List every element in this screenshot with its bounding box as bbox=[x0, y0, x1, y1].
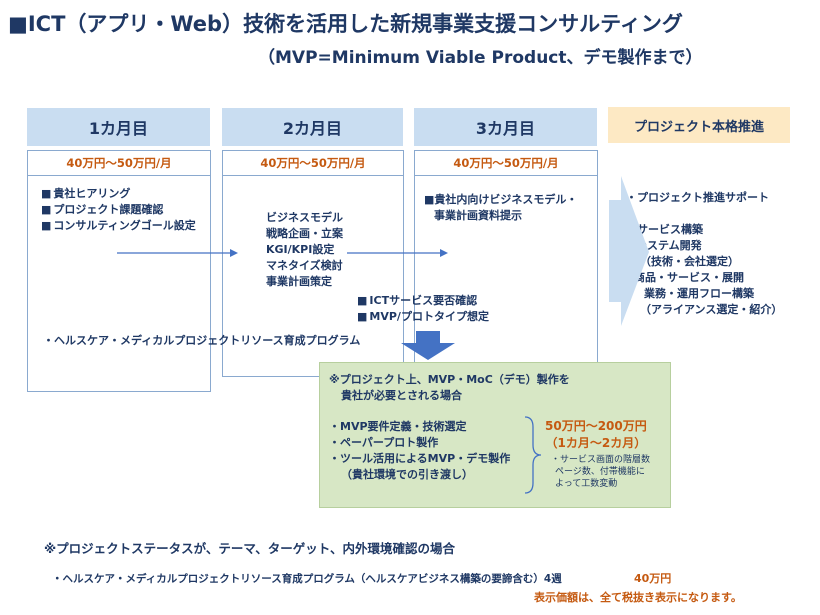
healthcare-program-note: ・ヘルスケア・メディカルプロジェクトリソース育成プログラム bbox=[43, 334, 361, 347]
list-item: システム開発 bbox=[636, 239, 702, 252]
month-3-price: 40万円〜50万円/月 bbox=[414, 150, 598, 176]
ict-check-list: ICTサービス要否確認 MVP/プロトタイプ想定 bbox=[357, 293, 489, 325]
list-item: ・MVP要件定義・技術選定 bbox=[329, 420, 467, 433]
mvp-list: ・MVP要件定義・技術選定 ・ペーパープロト製作 ・ツール活用によるMVP・デモ… bbox=[329, 419, 510, 483]
list-item: （貴社環境での引き渡し） bbox=[341, 468, 473, 481]
list-item: KGI/KPI設定 bbox=[266, 243, 335, 256]
project-header: プロジェクト本格推進 bbox=[608, 107, 790, 143]
mvp-heading-line-2: 貴社が必要とされる場合 bbox=[341, 389, 462, 402]
brace-icon bbox=[524, 416, 542, 494]
list-item: コンサルティングゴール設定 bbox=[41, 218, 195, 234]
page-title: ■ICT（アプリ・Web）技術を活用した新規事業支援コンサルティング bbox=[8, 12, 683, 36]
mvp-heading: ※プロジェクト上、MVP・MoC（デモ）製作を 貴社が必要とされる場合 bbox=[329, 372, 570, 404]
month-3-header: 3カ月目 bbox=[414, 108, 597, 146]
month-1-list: 貴社ヒアリング プロジェクト課題確認 コンサルティングゴール設定 bbox=[41, 186, 196, 234]
list-item: 業務・運用フロー構築 bbox=[644, 287, 754, 300]
program-line: ・ヘルスケア・メディカルプロジェクトリソース育成プログラム（ヘルスケアビジネス構… bbox=[52, 573, 562, 585]
month-1-header: 1カ月目 bbox=[27, 108, 210, 146]
mvp-box bbox=[319, 362, 671, 508]
list-item: ・プロジェクト推進サポート bbox=[626, 191, 769, 204]
list-item: ■貴社内向けビジネスモデル・ bbox=[424, 193, 578, 206]
program-price: 40万円 bbox=[634, 572, 672, 585]
list-item: （アライアンス選定・紹介） bbox=[640, 303, 783, 316]
month-1-price: 40万円〜50万円/月 bbox=[27, 150, 211, 176]
list-item: MVP/プロトタイプ想定 bbox=[357, 309, 489, 325]
mvp-note-line: ・サービス画面の階層数 bbox=[551, 455, 651, 465]
list-item: （技術・会社選定） bbox=[640, 255, 739, 268]
list-item: 事業計画資料提示 bbox=[434, 209, 522, 222]
month-2-price: 40万円〜50万円/月 bbox=[222, 150, 404, 176]
tax-note: 表示価額は、全て税抜き表示になります。 bbox=[534, 591, 742, 604]
list-item: ICTサービス要否確認 bbox=[357, 293, 489, 309]
page-subtitle: （MVP=Minimum Viable Product、デモ製作まで） bbox=[258, 48, 703, 68]
list-item: 事業計画策定 bbox=[266, 275, 332, 288]
list-item: 商品・サービス・展開 bbox=[634, 271, 744, 284]
month-2-list: ビジネスモデル 戦略企画・立案 KGI/KPI設定 マネタイズ検討 事業計画策定 bbox=[266, 210, 343, 290]
month-2-header: 2カ月目 bbox=[222, 108, 403, 146]
list-item: ・ツール活用によるMVP・デモ製作 bbox=[329, 452, 511, 465]
mvp-price-duration: （1カ月〜2カ月） bbox=[545, 436, 647, 450]
mvp-heading-line-1: ※プロジェクト上、MVP・MoC（デモ）製作を bbox=[329, 373, 570, 386]
list-item: プロジェクト課題確認 bbox=[41, 202, 196, 218]
mvp-note: ・サービス画面の階層数 ページ数、付帯機能に よって工数変動 bbox=[551, 454, 650, 490]
mvp-price: 50万円〜200万円 （1カ月〜2カ月） bbox=[545, 418, 647, 452]
status-note: ※プロジェクトステータスが、テーマ、ターゲット、内外環境確認の場合 bbox=[44, 541, 456, 556]
list-item: ビジネスモデル bbox=[266, 211, 343, 224]
month-3-list: ■貴社内向けビジネスモデル・ 事業計画資料提示 bbox=[424, 192, 577, 224]
list-item: ・ペーパープロト製作 bbox=[329, 436, 439, 449]
mvp-note-line: よって工数変動 bbox=[555, 479, 618, 489]
list-item: 戦略企画・立案 bbox=[266, 227, 343, 240]
mvp-price-range: 50万円〜200万円 bbox=[545, 419, 647, 433]
list-item: 貴社ヒアリング bbox=[41, 186, 196, 202]
list-item: ・サービス構築 bbox=[626, 223, 703, 236]
project-list: ・プロジェクト推進サポート ・サービス構築 システム開発 （技術・会社選定） 商… bbox=[626, 190, 782, 318]
mvp-note-line: ページ数、付帯機能に bbox=[555, 467, 645, 477]
month-2-content-box bbox=[222, 176, 404, 377]
list-item: マネタイズ検討 bbox=[266, 259, 343, 272]
